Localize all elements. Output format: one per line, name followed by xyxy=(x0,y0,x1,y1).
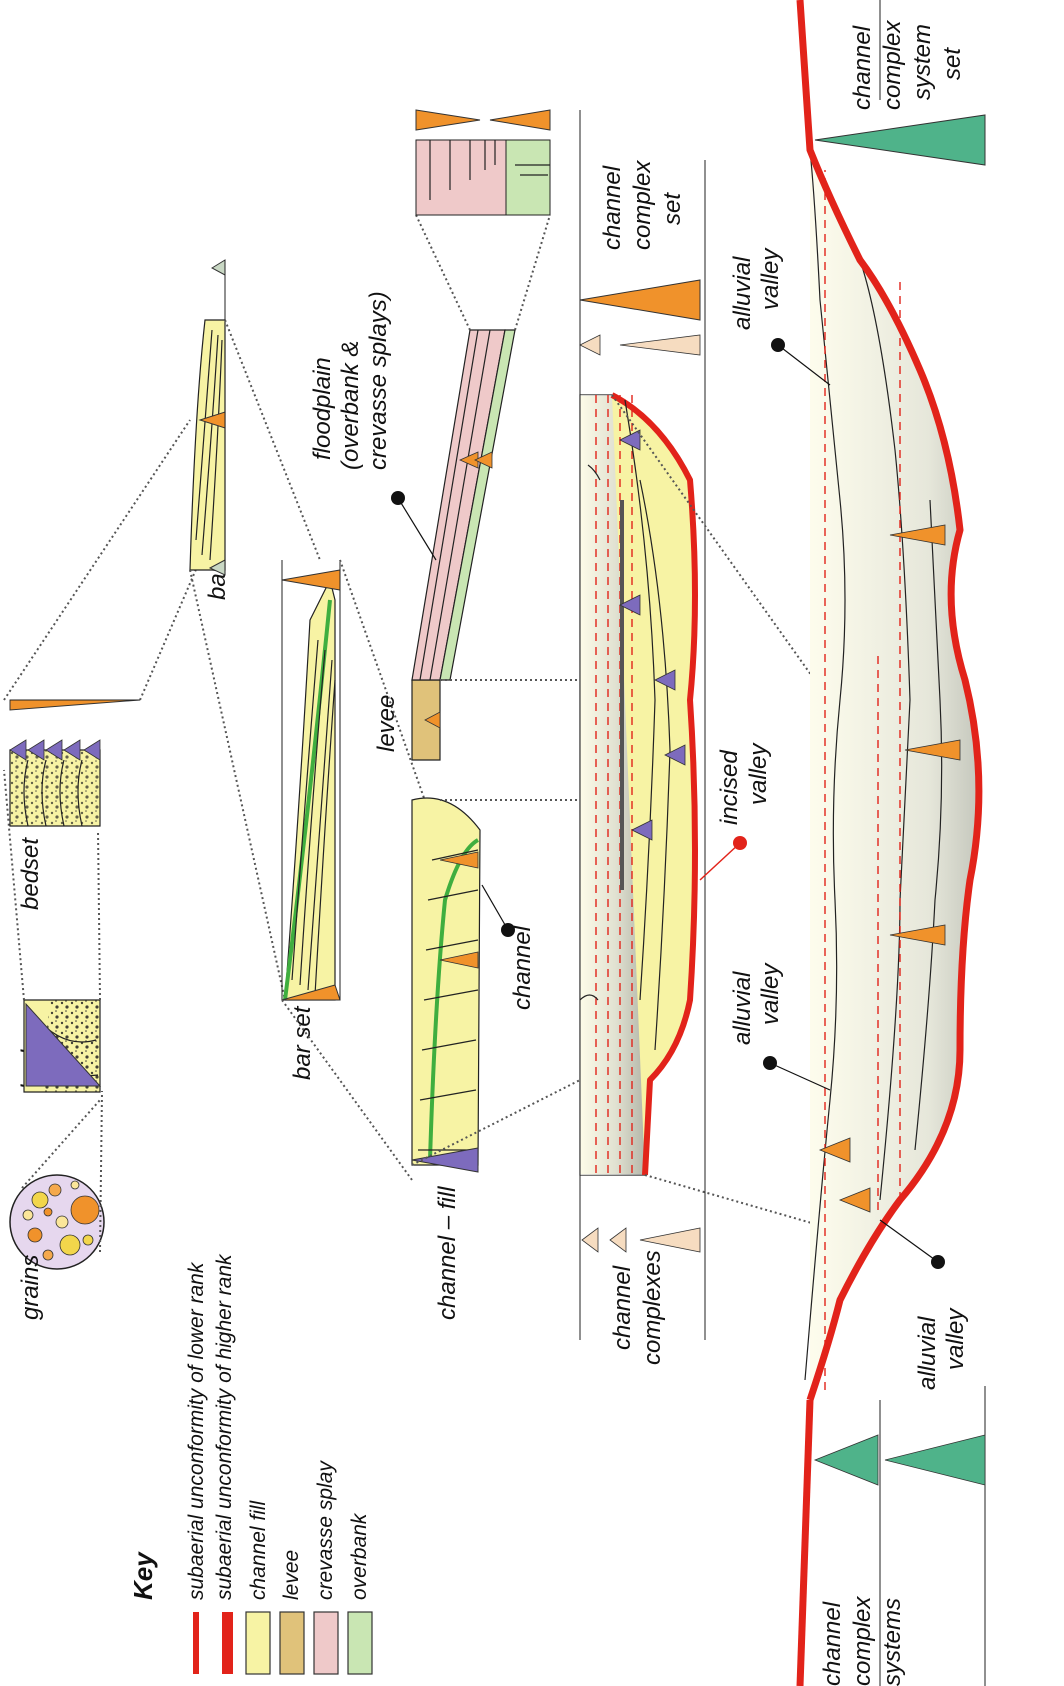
label-channel-complex-system-set-line1: channel xyxy=(849,25,876,110)
label-channel-complex-system-set-line4: set xyxy=(939,47,966,80)
label-floodplain-line1: floodplain xyxy=(309,357,336,460)
label-alluvial-valley-mid-line2: valley xyxy=(757,962,784,1025)
label-channel-complexes-line2: complexes xyxy=(639,1250,666,1365)
label-alluvial-valley-top-line1: alluvial xyxy=(729,256,756,330)
label-floodplain-line2: (overbank & xyxy=(337,341,364,470)
label-channel-complex-systems-line1: channel xyxy=(819,1601,846,1686)
channelfill-sketch: channel – fill xyxy=(412,798,480,1320)
legend-swatch-overbank xyxy=(348,1612,372,1674)
legend-swatch-higher-rank xyxy=(222,1612,233,1674)
label-channel-complex-set-line1: channel xyxy=(599,165,626,250)
channel-pointer: channel xyxy=(482,885,536,1010)
label-levee: levee xyxy=(373,695,400,752)
grains-sketch: grains xyxy=(10,1175,104,1320)
legend-swatch-levee xyxy=(280,1612,304,1674)
label-alluvial-valley-mid-line1: alluvial xyxy=(729,971,756,1045)
legend-swatch-crevasse-splay xyxy=(314,1612,338,1674)
label-channel-complex-set-line2: complex xyxy=(629,160,656,250)
legend-swatch-lower-rank xyxy=(193,1612,199,1674)
label-channel-complex-systems-line2: complex xyxy=(849,1596,876,1686)
channel-complex-system-set-sketch: channel complex systems channel complex … xyxy=(800,0,1064,1686)
label-bar-set: bar set xyxy=(289,1005,316,1080)
legend-label-channel-fill: channel fill xyxy=(247,1499,270,1600)
legend-label-overbank: overbank xyxy=(348,1512,371,1600)
legend-label-lower-rank: subaerial unconformity of lower rank xyxy=(185,1261,208,1600)
label-channel-complexes-line1: channel xyxy=(609,1265,636,1350)
label-bedset: bedset xyxy=(17,837,44,910)
label-alluvial-valley-top-line2: valley xyxy=(757,247,784,310)
bar-sketch: bar xyxy=(190,260,231,600)
bedset-to-bar-connectors xyxy=(4,420,200,700)
floodplain-column xyxy=(416,110,550,215)
bedset-sketch: bedset xyxy=(10,700,140,910)
bed-sketch: bed xyxy=(17,1000,100,1092)
legend-swatch-channel-fill xyxy=(246,1612,270,1674)
floodplain-to-column-connectors xyxy=(416,215,550,330)
label-alluvial-valley-bottom-line1: alluvial xyxy=(914,1316,941,1390)
label-alluvial-valley-bottom-line2: valley xyxy=(942,1307,969,1370)
label-channel-complex-system-set-line2: complex xyxy=(879,20,906,110)
label-floodplain-line3: crevasse splays) xyxy=(365,291,392,470)
trend-channel-complex-set xyxy=(580,280,700,320)
label-channel: channel xyxy=(509,925,536,1010)
label-grains: grains xyxy=(17,1255,44,1320)
trend-bedset xyxy=(10,700,140,710)
label-incised-valley-line1: incised xyxy=(716,750,743,825)
label-incised-valley-line2: valley xyxy=(745,742,772,805)
levee-sketch: levee xyxy=(373,680,440,760)
label-channel-complex-systems-line3: systems xyxy=(879,1598,906,1686)
label-channel-complex-system-set-line3: system xyxy=(909,24,936,100)
legend-label-crevasse-splay: crevasse splay xyxy=(314,1460,337,1600)
legend-label-higher-rank: subaerial unconformity of higher rank xyxy=(213,1253,236,1600)
legend-label-levee: levee xyxy=(280,1550,303,1600)
label-channel-fill: channel – fill xyxy=(434,1186,461,1320)
legend-title: Key xyxy=(128,1551,158,1600)
legend: Key subaerial unconformity of lower rank… xyxy=(128,1253,372,1674)
barset-sketch: bar set xyxy=(282,560,340,1080)
label-channel-complex-set-line3: set xyxy=(659,192,686,225)
